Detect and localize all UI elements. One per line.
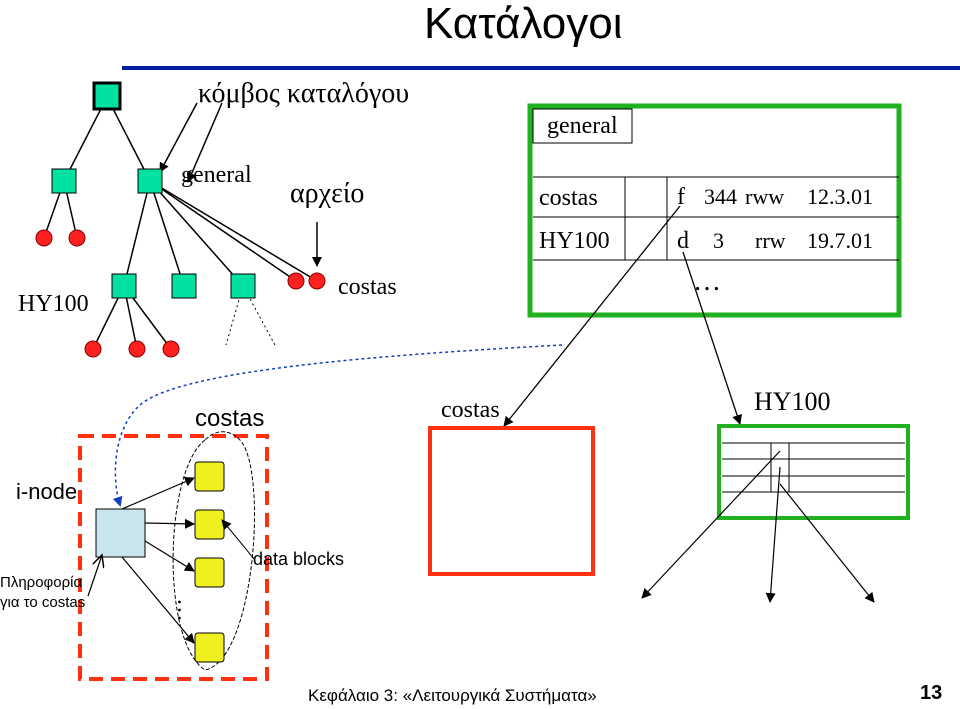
tree-file-node xyxy=(128,340,146,358)
data-blocks-enclosure xyxy=(172,431,256,671)
data-block xyxy=(194,557,225,588)
data-blocks-ellipsis: … xyxy=(172,598,198,622)
dir-row-type: d xyxy=(677,228,689,254)
tree-dir-node xyxy=(230,273,256,299)
hy100-entry-arrow xyxy=(682,251,742,425)
directory-node-label: κόμβος καταλόγου xyxy=(198,78,410,109)
tree-file-node xyxy=(162,340,180,358)
inode-box xyxy=(95,508,146,558)
inode-block-arrows xyxy=(121,476,195,644)
tree-file-node xyxy=(287,272,305,290)
data-blocks-label: data blocks xyxy=(253,549,345,569)
dir-row-date: 19.7.01 xyxy=(807,228,873,253)
info-label-line1: Πληροφορία xyxy=(0,574,83,591)
hy100-box-label: HY100 xyxy=(754,387,831,416)
info-label-arrow xyxy=(87,555,102,597)
hy100-entry-arrows xyxy=(641,450,875,603)
dir-row-perm: rww xyxy=(745,184,785,209)
tree-file-node xyxy=(84,340,102,358)
dir-row-size: 3 xyxy=(713,228,724,253)
tree-file-node xyxy=(308,272,326,290)
tree-root-node xyxy=(92,81,122,111)
info-label-line2: για το costas xyxy=(0,594,86,611)
dir-row-date: 12.3.01 xyxy=(807,184,873,209)
dir-table-border xyxy=(527,103,902,318)
tree-file-node xyxy=(68,229,86,247)
title-rule xyxy=(122,66,960,70)
tree-dir-node xyxy=(171,273,197,299)
page-number: 13 xyxy=(920,682,943,704)
slide-title: Κατάλογοι xyxy=(424,0,623,48)
dir-table-ellipsis: … xyxy=(693,266,721,297)
general-node-label: general xyxy=(181,162,252,188)
inode-region-border xyxy=(78,434,269,681)
dir-row-size: 344 xyxy=(704,184,737,209)
dir-table-header: general xyxy=(547,113,618,139)
data-block xyxy=(194,509,225,540)
data-blocks-label-arrow xyxy=(221,519,256,561)
costas-file-box xyxy=(428,426,595,576)
data-block xyxy=(194,461,225,492)
tree-dir-node xyxy=(137,168,163,194)
costas-entry-arrow xyxy=(503,205,681,427)
costas-box-label: costas xyxy=(441,397,500,423)
inode-dotted-arrow xyxy=(112,344,563,507)
hy100-dir-grid xyxy=(722,442,905,493)
tree-dir-node xyxy=(51,168,77,194)
dir-node-pointer-arrow-1 xyxy=(159,102,198,173)
dir-table-grid xyxy=(532,108,899,261)
data-block xyxy=(194,632,225,663)
hy100-node-label: HY100 xyxy=(18,291,89,317)
costas-file-label: costas xyxy=(338,274,397,300)
dir-row-perm: rrw xyxy=(755,228,786,253)
footer-text: Κεφάλαιο 3: «Λειτουργικά Συστήματα» xyxy=(308,686,597,705)
costas-sans-label: costas xyxy=(195,405,265,432)
file-label: αρχείο xyxy=(290,178,365,209)
dir-row-name: HY100 xyxy=(539,228,610,254)
tree-dir-node xyxy=(111,273,137,299)
dir-row-name: costas xyxy=(539,185,598,211)
hy100-dir-box xyxy=(717,424,910,520)
dir-node-pointer-arrow-2 xyxy=(186,102,223,183)
tree-file-node xyxy=(35,229,53,247)
inode-label: i-node xyxy=(16,479,78,504)
dir-row-type: f xyxy=(677,184,685,210)
